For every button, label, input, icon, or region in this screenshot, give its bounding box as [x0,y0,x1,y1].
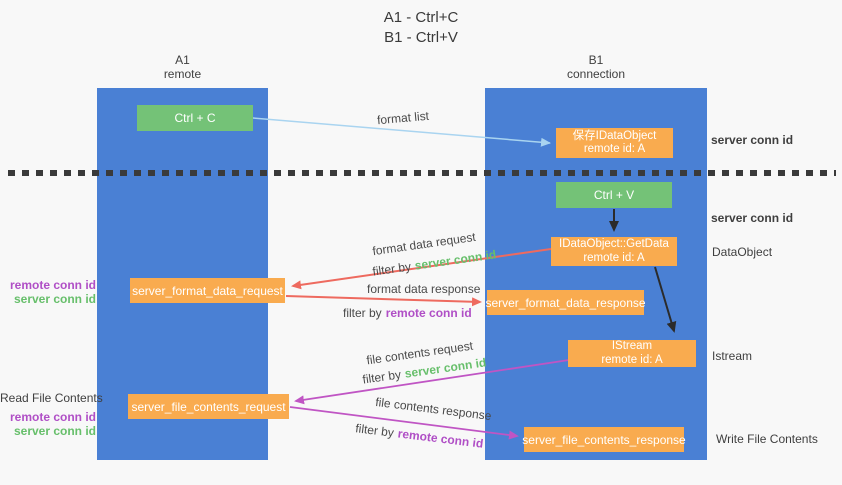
node-save-idataobject: 保存IDataObject remote id: A [556,128,673,158]
node-ctrl-c: Ctrl + C [137,105,253,131]
lane-a1-subtitle: remote [163,67,202,81]
arrow-format-data-response [285,295,482,307]
node-ctrl-v: Ctrl + V [556,182,672,208]
label-file-contents-response: file contents response [374,394,493,424]
node-server-file-contents-response: server_file_contents_response [522,427,686,452]
diagram-title: A1 - Ctrl+C B1 - Ctrl+V [0,8,842,48]
side-label-server-conn-id-top: server conn id [711,133,794,147]
remote-conn-id-text: remote conn id [385,306,472,320]
filter-by-text: filter by [343,306,382,320]
node-server-format-data-request: server_format_data_request [130,278,285,303]
session-divider-dotted-line [8,170,836,176]
lane-b1-subtitle: connection [566,67,626,81]
node-save-idataobject-line2: remote id: A [583,143,646,155]
remote-conn-id-label: remote conn id [9,278,96,292]
node-idataobject-getdata-line1: IDataObject::GetData [559,238,669,250]
side-label-conn-ids-format: remote conn id server conn id [0,278,96,306]
lane-header-b1: B1 connection [485,53,707,81]
side-label-read-file-contents: Read File Contents [0,391,103,405]
lane-b1-title: B1 [588,53,604,67]
lane-a1-title: A1 [175,53,190,67]
side-label-istream: Istream [712,349,753,363]
label-format-data-response: format data response [367,282,481,296]
filter-by-text: filter by [371,259,412,279]
remote-conn-id-label: remote conn id [9,410,96,424]
node-ctrl-v-label: Ctrl + V [593,188,635,202]
side-label-dataobject: DataObject [712,245,773,259]
filter-by-text: filter by [361,367,402,387]
node-istream-line1: IStream [611,340,653,352]
node-save-idataobject-line1: 保存IDataObject [572,129,657,142]
title-line-b1: B1 - Ctrl+V [384,29,458,46]
node-server-file-contents-request: server_file_contents_request [128,394,289,419]
remote-conn-id-text: remote conn id [396,426,485,451]
server-conn-id-label: server conn id [13,292,96,306]
node-istream-line2: remote id: A [601,353,663,366]
filter-by-text: filter by [354,421,395,440]
side-label-write-file-contents: Write File Contents [716,432,818,446]
title-line-a1: A1 - Ctrl+C [383,9,459,26]
node-idataobject-getdata: IDataObject::GetData remote id: A [551,237,677,266]
server-conn-id-label: server conn id [13,424,96,438]
node-server-file-contents-request-label: server_file_contents_request [131,399,286,414]
node-server-format-data-response: server_format_data_response [485,290,646,315]
lane-header-a1: A1 remote [97,53,268,81]
node-idataobject-getdata-line2: remote id: A [583,251,645,264]
side-label-conn-ids-file: remote conn id server conn id [0,410,96,438]
label-format-list: format list [376,108,430,128]
node-istream: IStream remote id: A [568,340,696,367]
node-server-file-contents-response-label: server_file_contents_response [522,432,686,447]
node-server-format-data-response-label: server_format_data_response [485,295,646,310]
side-label-server-conn-id-mid: server conn id [711,211,794,225]
node-server-format-data-request-label: server_format_data_request [132,283,283,298]
node-ctrl-c-label: Ctrl + C [174,111,216,125]
